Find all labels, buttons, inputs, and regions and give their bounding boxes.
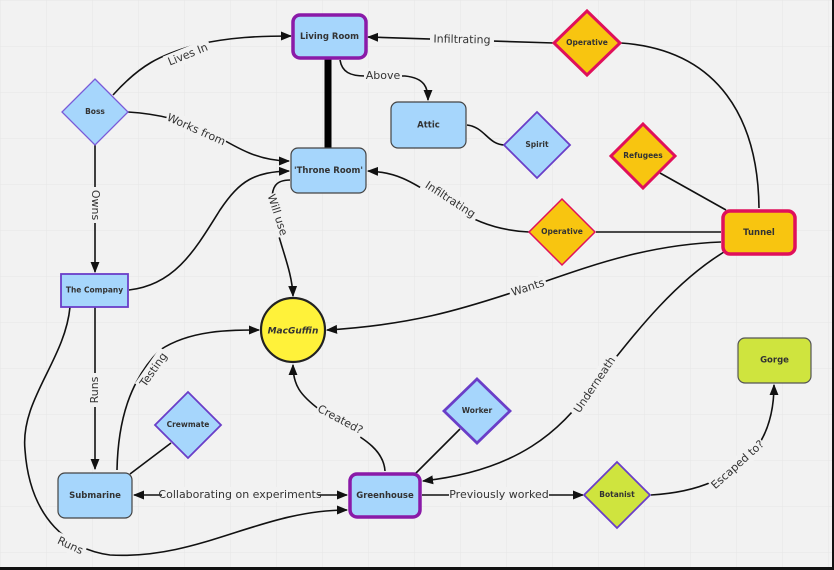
node-attic[interactable]: Attic (390, 101, 467, 149)
node-label-living-room: Living Room (300, 32, 359, 42)
node-macguffin[interactable]: MacGuffin (259, 296, 327, 364)
node-label-the-company: The Company (66, 286, 123, 295)
node-label-worker: Worker (462, 406, 493, 415)
node-label-operative-mid: Operative (541, 227, 583, 236)
edge-label-collaborating: Collaborating on experiments (158, 488, 321, 501)
node-label-operative-top: Operative (566, 38, 608, 47)
node-worker[interactable]: Worker (441, 377, 513, 445)
node-greenhouse[interactable]: Greenhouse (348, 472, 422, 519)
node-operative-mid[interactable]: Operative (527, 197, 597, 267)
node-label-boss: Boss (85, 107, 105, 116)
edge-label-infiltrating-top: Infiltrating (433, 33, 490, 47)
node-botanist[interactable]: Botanist (582, 460, 652, 530)
node-boss[interactable]: Boss (61, 78, 129, 146)
node-label-gorge: Gorge (760, 356, 789, 366)
node-label-submarine: Submarine (69, 491, 121, 501)
edge-label-above: Above (366, 69, 401, 82)
edge-operative-tunnel-top[interactable] (620, 42, 760, 209)
node-throne-room[interactable]: 'Throne Room' (290, 147, 367, 194)
window-border-bottom (0, 567, 834, 570)
edge-label-previously-worked: Previously worked (449, 488, 549, 501)
edge-worker-greenhouse[interactable] (414, 428, 461, 475)
node-label-macguffin: MacGuffin (268, 327, 319, 337)
node-submarine[interactable]: Submarine (57, 472, 133, 519)
edge-label-runs-vertical: Runs (88, 376, 101, 403)
node-operative-top[interactable]: Operative (551, 8, 623, 78)
node-crewmate[interactable]: Crewmate (153, 390, 223, 460)
node-label-botanist: Botanist (599, 490, 635, 499)
node-the-company[interactable]: The Company (60, 273, 129, 308)
edge-crewmate-submarine[interactable] (129, 442, 172, 475)
node-label-attic: Attic (417, 121, 440, 131)
node-label-throne-room: 'Throne Room' (294, 166, 363, 176)
node-refugees[interactable]: Refugees (608, 121, 678, 191)
node-spirit[interactable]: Spirit (502, 110, 572, 180)
node-label-refugees: Refugees (623, 151, 663, 160)
node-gorge[interactable]: Gorge (737, 337, 812, 384)
node-tunnel[interactable]: Tunnel (721, 209, 797, 256)
edge-attic-spirit[interactable] (466, 124, 506, 146)
window-border-right (832, 0, 834, 570)
node-label-crewmate: Crewmate (167, 420, 210, 429)
node-label-spirit: Spirit (525, 140, 549, 149)
node-living-room[interactable]: Living Room (291, 13, 368, 60)
node-label-greenhouse: Greenhouse (356, 491, 414, 501)
edge-label-owns: Owns (89, 190, 102, 221)
edge-company-throne[interactable] (128, 166, 291, 291)
node-label-tunnel: Tunnel (743, 228, 775, 238)
nodes: Living Room 'Throne Room' Attic Boss The… (57, 8, 812, 530)
edge-refugees-tunnel[interactable] (659, 172, 727, 211)
